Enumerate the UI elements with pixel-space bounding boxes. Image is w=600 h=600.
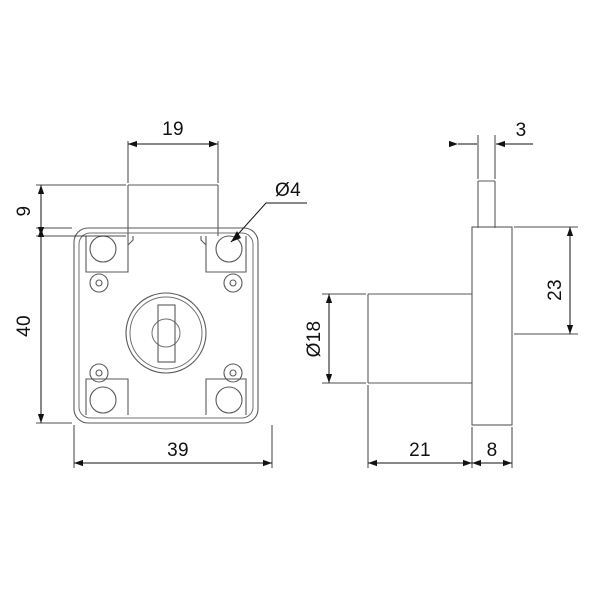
front-view: 19 9 40 39 [14,119,307,468]
dim-40: 40 [14,227,72,424]
side-view: 3 23 Ø18 21 [304,120,578,468]
front-body-outline [73,227,259,424]
side-cam-tab [477,180,496,228]
front-keyhole-cylinder [125,292,207,374]
front-corner-pocket-top-right [200,235,247,273]
dim-d18: Ø18 [304,293,366,384]
dim-d18-label: Ø18 [304,321,325,358]
dim-d4: Ø4 [230,180,307,243]
front-screw-boss-bottom-left [89,363,109,383]
dim-21: 21 [367,385,473,468]
dim-3-label: 3 [516,120,527,141]
dim-21-label: 21 [409,440,431,461]
dim-9: 9 [14,184,126,237]
dim-19: 19 [127,119,219,183]
dim-8: 8 [472,427,513,468]
dim-3: 3 [449,120,533,179]
dim-40-label: 40 [14,315,35,337]
front-screw-boss-top-right [223,273,243,293]
dim-19-label: 19 [162,119,184,140]
front-corner-pocket-bottom-left [85,378,129,415]
dim-9-label: 9 [14,206,35,217]
dim-23: 23 [514,226,578,335]
front-screw-boss-top-left [89,273,109,293]
dim-8-label: 8 [487,440,498,461]
side-cylinder-body [367,293,472,384]
front-inner-recess [86,243,246,408]
dim-23-label: 23 [545,279,566,301]
dim-39-label: 39 [167,440,189,461]
dim-39: 39 [73,425,273,468]
front-screw-boss-bottom-right [223,363,243,383]
side-mounting-plate [471,226,513,426]
front-corner-pocket-top-left [85,235,134,273]
front-corner-pocket-bottom-right [205,378,247,415]
dim-d4-label: Ø4 [275,180,301,201]
